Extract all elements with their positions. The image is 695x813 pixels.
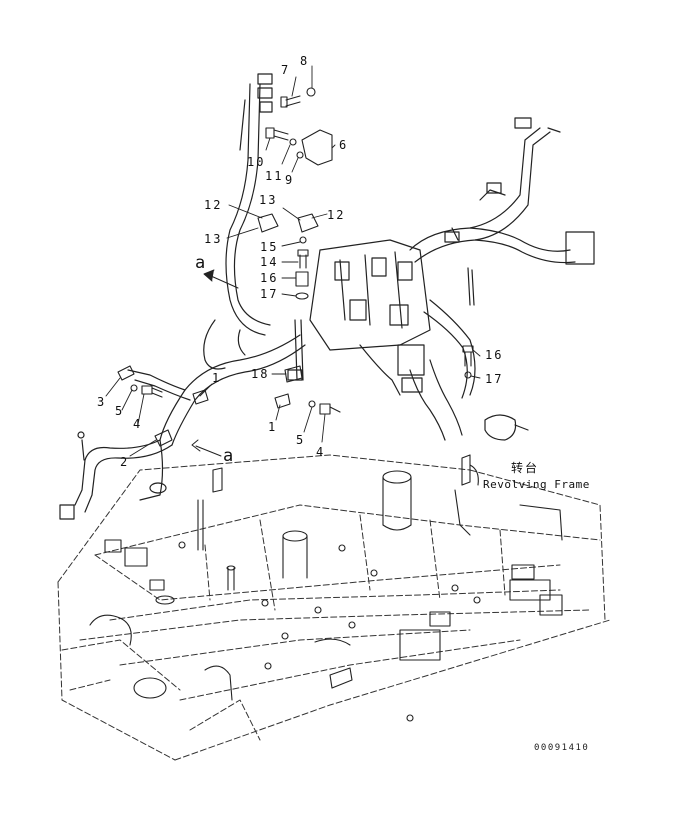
leader-lines [105,65,481,457]
callout-8: 8 [300,54,310,68]
callout-6: 6 [339,138,349,152]
wiring-harness [59,73,595,520]
frame-parts [89,454,563,722]
frame-label-chinese: 转台 [511,461,540,475]
callout-10: 10 [247,155,266,169]
callout-5-right: 5 [296,433,306,447]
callout-2: 2 [120,455,130,469]
callout-16-upper: 16 [260,271,279,285]
callout-18: 18 [251,367,270,381]
callout-17-upper: 17 [260,287,279,301]
drawing-number: 00091410 [534,743,590,753]
callout-12-right: 12 [327,208,346,222]
callout-16-lower: 16 [485,348,504,362]
callout-13-top: 13 [259,193,278,207]
frame-label-english: Revolving Frame [483,478,590,491]
view-label-a-lower: a [223,446,234,466]
revolving-frame [57,454,611,761]
hardware [117,87,474,447]
view-label-a-upper: a [195,253,206,273]
callout-11: 11 [265,169,284,183]
callout-9: 9 [285,173,295,187]
view-arrow-a-upper [203,269,239,289]
callout-1-left: 1 [212,371,222,385]
callout-17-lower: 17 [485,372,504,386]
view-arrow-a-lower [191,439,222,457]
callout-12-left: 12 [204,198,223,212]
callout-1-right: 1 [268,420,278,434]
callout-3: 3 [97,395,107,409]
callout-14: 14 [260,255,279,269]
callout-5-left: 5 [115,404,125,418]
callout-4-left: 4 [133,417,143,431]
callout-7: 7 [281,63,291,77]
callout-13-left: 13 [204,232,223,246]
callout-15: 15 [260,240,279,254]
callout-4-right: 4 [316,445,326,459]
